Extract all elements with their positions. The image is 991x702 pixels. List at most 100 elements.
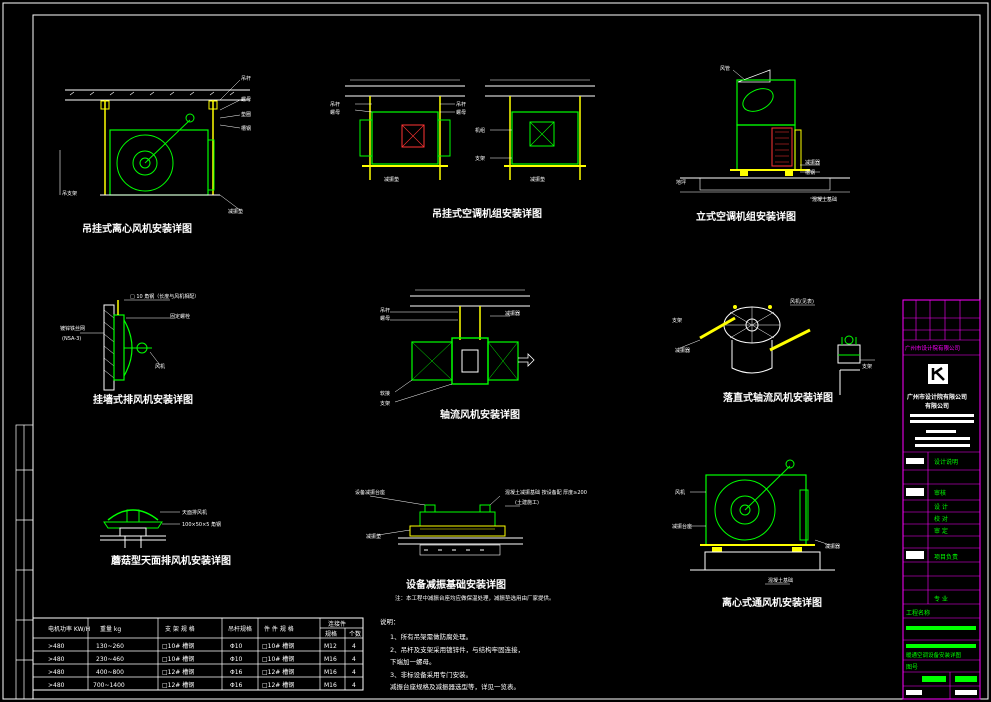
notes-title: 说明： [380, 617, 400, 626]
diagram-wall-exhaust-fan: □ 10 角钢（长度与风机相配） 固定螺栓 风机 镀锌铁丝网 (NSA-3) 挂… [60, 293, 199, 406]
note-item: 减振台座规格及减振器选型等，详见一览表。 [390, 682, 520, 691]
caption-d6: 落直式轴流风机安装详图 [723, 391, 833, 404]
tb-company-2: 有限公司 [925, 402, 949, 410]
cell: □12# 槽钢 [162, 681, 194, 689]
tb-drawing-no: 图号 [906, 664, 918, 671]
svg-text:设备减振台座: 设备减振台座 [355, 489, 385, 496]
svg-text:减振垫: 减振垫 [384, 176, 399, 183]
caption-d8-note: 注：本工程中减振台座均应做保温处理，减振垫选用由厂家提供。 [395, 594, 555, 602]
table-row: >480 130~260 □10# 槽钢 Φ10 □10# 槽钢 M12 4 [48, 642, 356, 650]
cell: 4 [352, 656, 356, 663]
caption-d8: 设备减振基础安装详图 [406, 578, 506, 591]
svg-text:减振台座: 减振台座 [672, 523, 692, 530]
svg-text:支架: 支架 [475, 155, 485, 162]
svg-text:螺母: 螺母 [380, 315, 390, 322]
tb-approve: 审 定 [934, 527, 948, 535]
svg-text:机组: 机组 [475, 127, 485, 134]
svg-text:混凝土减振基础 按设备配 厚度≥200: 混凝土减振基础 按设备配 厚度≥200 [505, 489, 587, 496]
diagram-vertical-ahu: 风管 减振器 槽钢 地坪 混凝土基础 立式空调机组安装详图 [676, 65, 850, 223]
cell: Φ16 [230, 682, 243, 689]
caption-d1: 吊挂式离心风机安装详图 [82, 222, 192, 235]
svg-text:减振垫: 减振垫 [366, 533, 381, 540]
svg-text:吊杆: 吊杆 [241, 75, 251, 82]
svg-text:风机: 风机 [675, 489, 685, 496]
th-weight: 重量 kg [100, 625, 121, 633]
th-count: 个数 [349, 630, 361, 638]
svg-text:混凝土基础: 混凝土基础 [812, 196, 837, 203]
svg-text:吊杆: 吊杆 [330, 101, 340, 108]
tb-check: 校 对 [934, 515, 948, 523]
svg-text:风管: 风管 [720, 65, 730, 72]
th-power: 电机功率 KW/H [48, 625, 90, 633]
cell: >480 [48, 682, 65, 689]
svg-text:减振器: 减振器 [805, 159, 820, 166]
svg-text:风机(见表): 风机(见表) [790, 298, 814, 305]
th-parts: 件 件 规 格 [264, 625, 294, 633]
tb-project-name: 工程名称 [906, 609, 930, 617]
svg-text:镀锌铁丝网: 镀锌铁丝网 [60, 325, 85, 332]
svg-text:减振器: 减振器 [825, 543, 840, 550]
caption-d3: 立式空调机组安装详图 [696, 210, 796, 223]
th-rod: 吊杆规格 [228, 625, 252, 633]
binding-strip [15, 424, 34, 700]
caption-d5: 轴流风机安装详图 [440, 408, 520, 421]
svg-text:(土建施工): (土建施工) [515, 499, 539, 506]
svg-text:螺母: 螺母 [456, 109, 466, 116]
svg-text:(NSA-3): (NSA-3) [62, 336, 81, 342]
title-block: 广州市设计院有限公司 广州市设计院有限公司 有限公司 设计说明 审核 设 计 校… [902, 299, 981, 700]
cell: 400~800 [96, 669, 124, 676]
svg-text:减振垫: 减振垫 [530, 176, 545, 183]
note-item: 1、所有吊架需做防腐处理。 [390, 632, 472, 641]
tb-discipline: 专 业 [934, 595, 948, 603]
svg-text:减振器: 减振器 [505, 310, 520, 317]
svg-text:减振垫: 减振垫 [228, 208, 243, 215]
fan-support-table: 电机功率 KW/H 重量 kg 支 架 规 格 吊杆规格 件 件 规 格 连接件… [32, 617, 364, 691]
svg-text:减振器: 减振器 [675, 347, 690, 354]
cell: Φ10 [230, 643, 243, 650]
diagram-damping-foundation: 设备减振台座 混凝土减振基础 按设备配 厚度≥200 (土建施工) 减振垫 设备… [355, 489, 587, 602]
svg-text:螺母: 螺母 [241, 96, 251, 103]
caption-d4: 挂墙式排风机安装详图 [93, 393, 193, 406]
cell: □12# 槽钢 [262, 668, 294, 676]
notes-block: 说明： 1、所有吊架需做防腐处理。 2、吊杆及支架采用镀锌件，与结构牢固连接， … [380, 617, 524, 691]
svg-text:风机: 风机 [155, 363, 165, 370]
svg-text:吊支架: 吊支架 [62, 190, 77, 197]
svg-text:软接: 软接 [380, 390, 390, 397]
svg-text:槽钢: 槽钢 [805, 169, 815, 176]
cell: 4 [352, 643, 356, 650]
cell: Φ10 [230, 656, 243, 663]
cell: M12 [324, 643, 337, 650]
tb-pm: 项目负责 [934, 553, 958, 561]
caption-d7: 蘑菇型天面排风机安装详图 [111, 554, 231, 567]
svg-text:□ 10 角钢（长度与风机相配）: □ 10 角钢（长度与风机相配） [130, 293, 199, 300]
note-item: 下端加一螺母。 [390, 657, 436, 666]
caption-d9: 离心式通风机安装详图 [722, 596, 822, 609]
company-logo [928, 364, 948, 384]
svg-text:支架: 支架 [862, 363, 872, 370]
svg-text:100×50×5 角钢: 100×50×5 角钢 [182, 521, 221, 528]
cell: □10# 槽钢 [162, 642, 194, 650]
cell: 4 [352, 669, 356, 676]
cell: □12# 槽钢 [262, 681, 294, 689]
th-connector: 连接件 [328, 620, 346, 628]
svg-text:垫圈: 垫圈 [241, 111, 251, 118]
svg-text:固定螺栓: 固定螺栓 [170, 313, 190, 320]
table-row: >480 230~460 □10# 槽钢 Φ10 □10# 槽钢 M16 4 [48, 655, 356, 663]
svg-text:混凝土基础: 混凝土基础 [768, 577, 793, 584]
cell: >480 [48, 656, 65, 663]
cell: 230~460 [96, 656, 124, 663]
cell: □10# 槽钢 [262, 642, 294, 650]
cell: 130~260 [96, 643, 124, 650]
svg-text:吊杆: 吊杆 [456, 101, 466, 108]
tb-drawing-title: 暖通空调设备安装详图 [906, 651, 962, 659]
svg-text:支架: 支架 [672, 317, 682, 324]
cell: 700~1400 [93, 682, 125, 689]
diagram-vertical-axial-fan: 风机(见表) 支架 减振器 支架 落直式轴流风机安装详图 [672, 298, 875, 404]
table-row: >480 700~1400 □12# 槽钢 Φ16 □12# 槽钢 M16 4 [48, 681, 356, 689]
svg-text:支架: 支架 [380, 400, 390, 407]
svg-text:吊杆: 吊杆 [380, 307, 390, 314]
svg-text:地坪: 地坪 [676, 179, 686, 186]
